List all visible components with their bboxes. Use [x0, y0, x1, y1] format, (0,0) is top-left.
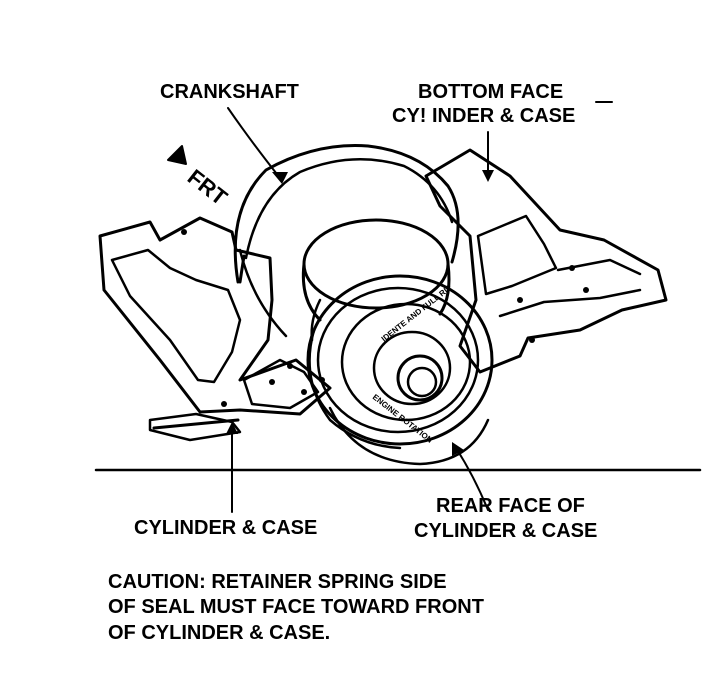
crankshaft-counterweight	[233, 144, 460, 284]
crankshaft-hub	[301, 218, 451, 322]
bottom-face-casting	[424, 148, 668, 374]
front-label: FRT	[183, 164, 233, 210]
rear-face-label-line2: CYLINDER & CASE	[414, 520, 598, 542]
caution-line-3: OF CYLINDER & CASE.	[108, 622, 331, 644]
crankshaft-leader	[227, 107, 281, 179]
front-arrow-icon	[167, 145, 187, 165]
seal-bore	[328, 406, 490, 466]
rear-main-seal	[306, 274, 494, 450]
caution-line-2: OF SEAL MUST FACE TOWARD FRONT	[108, 596, 484, 618]
bottom-face-label-line1: BOTTOM FACE	[418, 81, 564, 103]
leader-lines	[226, 101, 613, 513]
rear-face-leader	[455, 447, 489, 511]
cylinder-case-block	[98, 216, 332, 442]
front-direction-indicator: FRT	[167, 145, 233, 211]
rear-face-label-line1: REAR FACE OF	[436, 495, 585, 517]
caution-line-1: CAUTION: RETAINER SPRING SIDE	[108, 571, 447, 593]
bottom-face-label-line2: CY! INDER & CASE	[392, 105, 576, 127]
crankshaft-label: CRANKSHAFT	[160, 81, 299, 103]
cylinder-case-label: CYLINDER & CASE	[134, 517, 318, 539]
